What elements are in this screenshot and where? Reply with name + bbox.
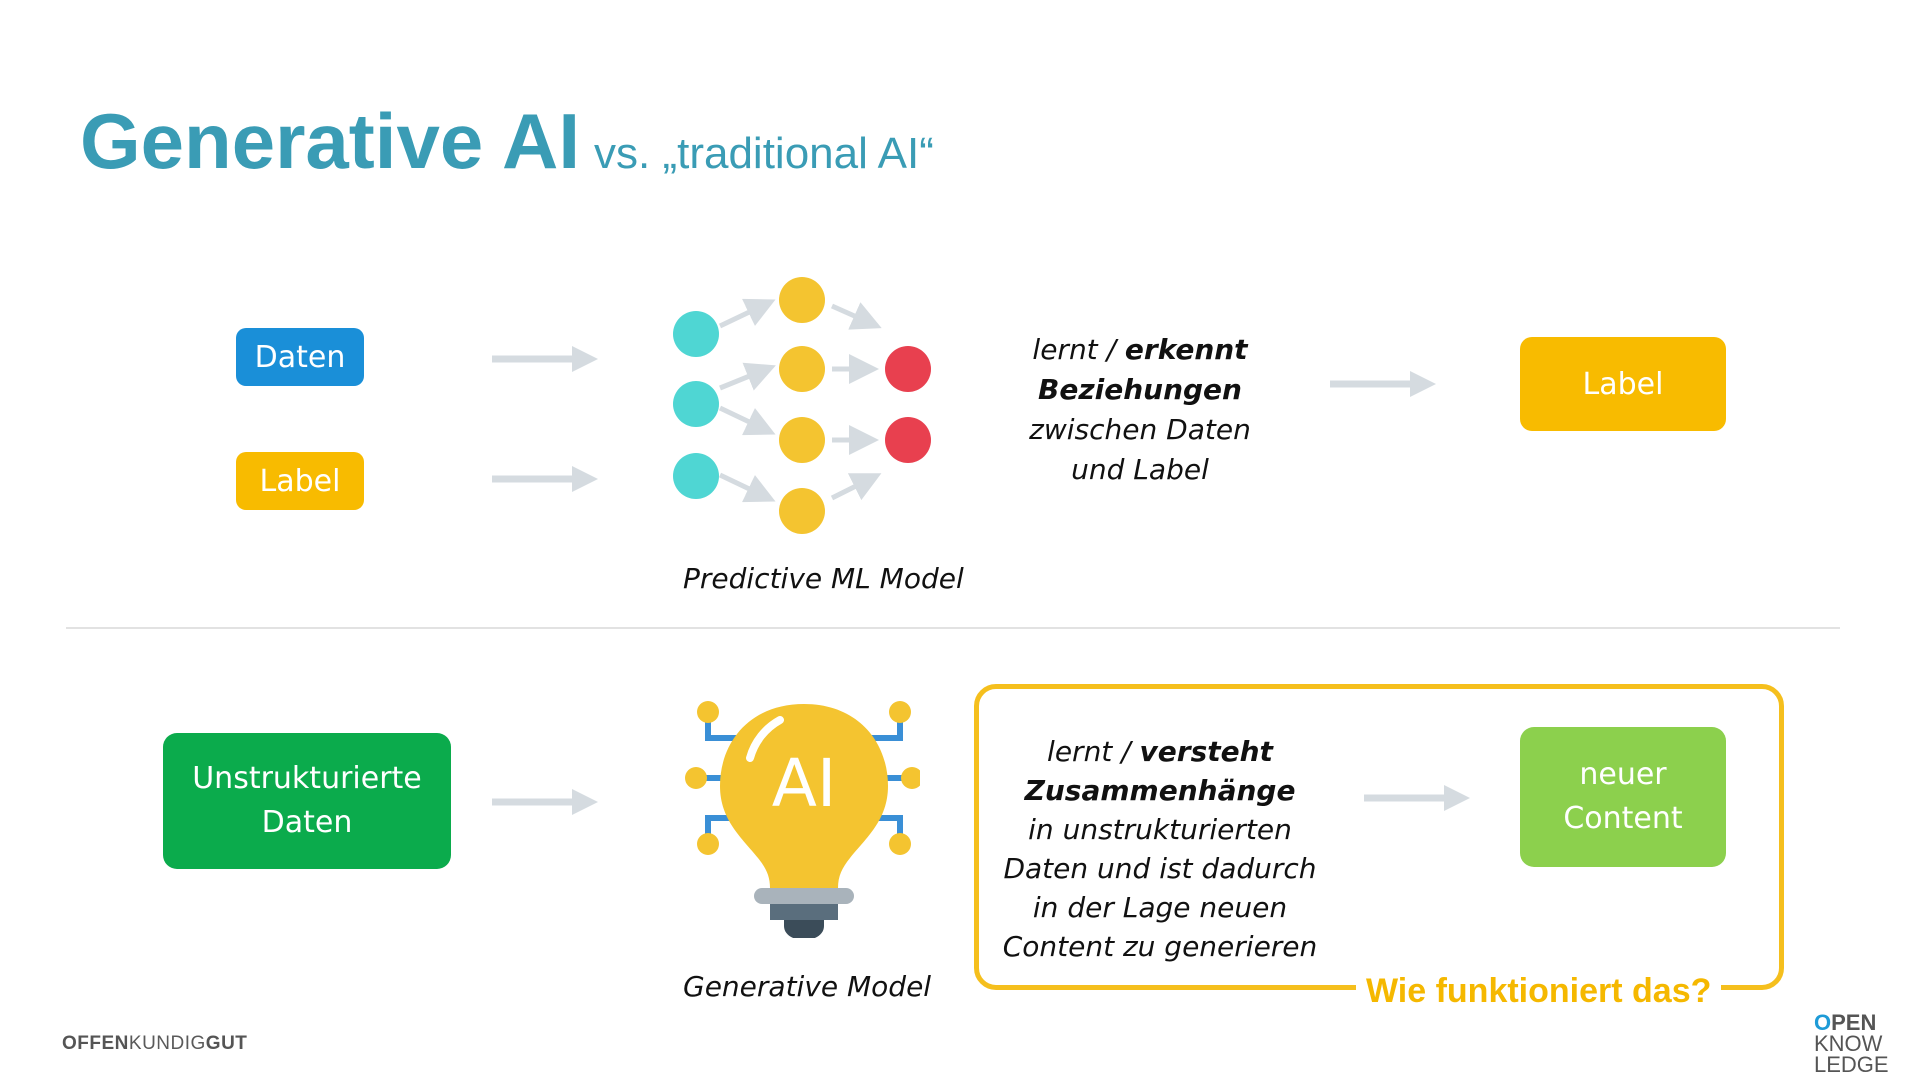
bottom-desc-line-3: in unstrukturierten <box>1028 813 1292 846</box>
new-content-line-1: neuer <box>1579 757 1667 792</box>
bottom-description: lernt / versteht Zusammenhänge in unstru… <box>1000 732 1320 966</box>
arrow-top-output-icon <box>1330 371 1436 397</box>
bottom-desc-line-6: Content zu generieren <box>1002 930 1318 963</box>
bottom-desc-plain: lernt / <box>1047 735 1140 768</box>
top-description: lernt / erkennt Beziehungen zwischen Dat… <box>1000 330 1280 490</box>
arrow-unstructured-icon <box>492 789 598 815</box>
arrow-daten-icon <box>492 346 598 372</box>
daten-box: Daten <box>236 328 364 386</box>
top-desc-plain: lernt / <box>1032 333 1125 366</box>
arrow-bottom-output-icon <box>1364 785 1470 811</box>
top-desc-line-4: und Label <box>1071 453 1209 486</box>
title-sub: vs. „traditional AI“ <box>594 129 934 178</box>
offenkundiggut-logo: OFFENKUNDIGGUT <box>62 1033 248 1054</box>
label-input-box-label: Label <box>259 463 341 499</box>
predictive-model-caption: Predictive ML Model <box>683 562 964 595</box>
ai-lightbulb-icon: AI <box>685 701 920 938</box>
label-output-box: Label <box>1520 337 1726 431</box>
label-input-box: Label <box>236 452 364 510</box>
slide-title: Generative AI vs. „traditional AI“ <box>80 96 934 187</box>
new-content-line-2: Content <box>1563 801 1683 836</box>
top-desc-bold-1: erkennt <box>1124 333 1248 366</box>
unstructured-line-1: Unstrukturierte <box>192 761 422 796</box>
arrow-label-icon <box>492 466 598 492</box>
new-content-box: neuer Content <box>1520 727 1726 867</box>
neural-network-icon <box>673 277 931 534</box>
bottom-desc-bold-1: versteht <box>1139 735 1273 768</box>
bottom-desc-line-5: in der Lage neuen <box>1032 891 1288 924</box>
bulb-text: AI <box>772 745 837 822</box>
unstructured-data-box: Unstrukturierte Daten <box>163 733 451 869</box>
top-desc-line-3: zwischen Daten <box>1029 413 1251 446</box>
question-label: Wie funktioniert das? <box>1356 972 1722 1011</box>
top-desc-bold-2: Beziehungen <box>1038 373 1242 406</box>
open-knowledge-logo: OPEN KNOW LEDGE <box>1814 1010 1889 1077</box>
bottom-desc-line-4: Daten und ist dadurch <box>1003 852 1317 885</box>
unstructured-line-2: Daten <box>261 805 353 840</box>
daten-box-label: Daten <box>254 339 346 375</box>
generative-model-caption: Generative Model <box>683 970 932 1003</box>
section-divider <box>66 627 1840 629</box>
title-main: Generative AI <box>80 97 580 185</box>
bottom-desc-bold-2: Zusammenhänge <box>1024 774 1296 807</box>
label-output-box-label: Label <box>1582 366 1664 402</box>
